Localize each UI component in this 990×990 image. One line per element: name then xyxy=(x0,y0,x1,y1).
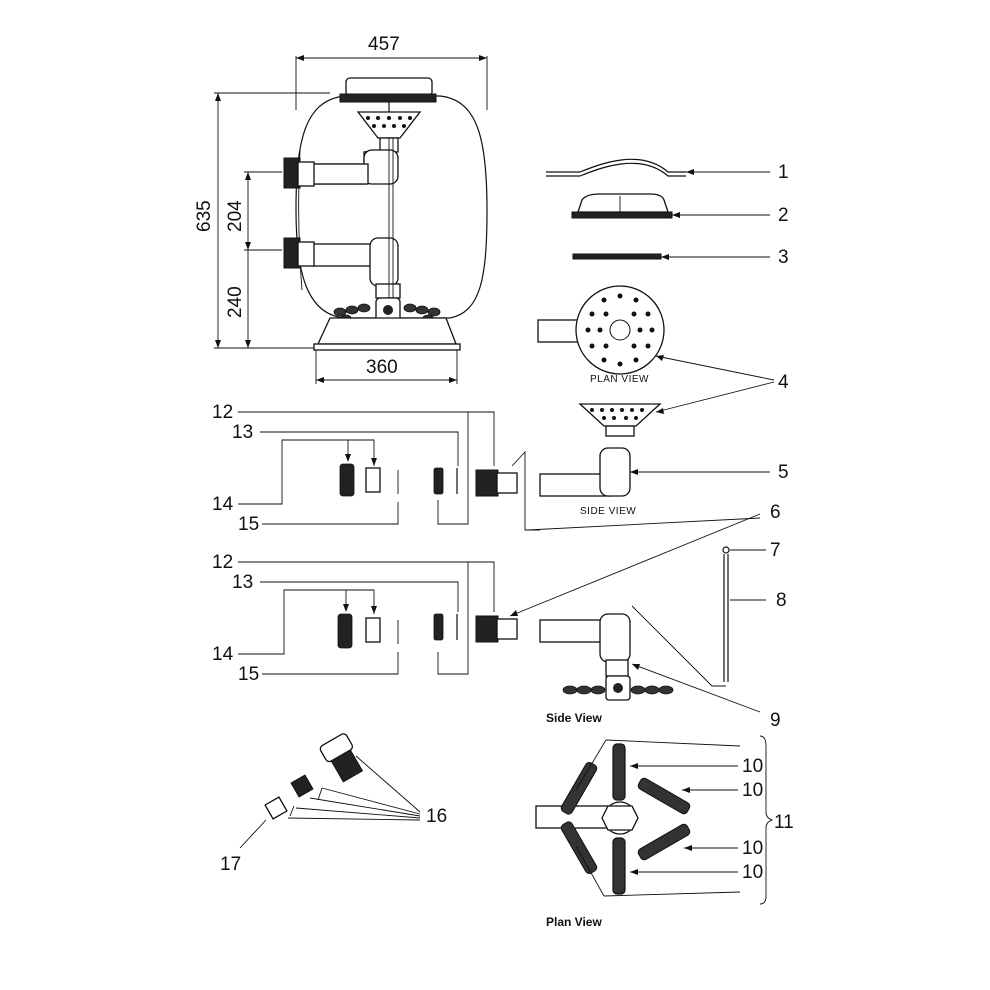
filter-tank-assembly: 457 635 204 240 360 xyxy=(194,34,488,384)
part-3-o-ring: 3 xyxy=(572,247,789,268)
label-14-upper: 14 xyxy=(212,494,234,515)
dim-height-total: 635 xyxy=(194,200,215,232)
label-7: 7 xyxy=(770,540,781,561)
label-11: 11 xyxy=(774,812,794,833)
dim-width-top: 457 xyxy=(368,34,400,55)
part-10-11-laterals-plan: 10 10 10 10 11 Plan View xyxy=(535,735,794,929)
label-10-a: 10 xyxy=(742,756,763,777)
caption-side-view: Side View xyxy=(546,711,602,725)
label-13-upper: 13 xyxy=(232,422,253,443)
caption-plan-view: Plan View xyxy=(546,915,602,929)
label-15-lower: 15 xyxy=(238,664,259,685)
label-8: 8 xyxy=(776,590,787,611)
label-9: 9 xyxy=(770,710,781,731)
label-1: 1 xyxy=(778,162,789,183)
label-17: 17 xyxy=(220,854,241,875)
part-5-upper-elbow-pipe: 5 SIDE VIEW xyxy=(539,447,789,517)
dim-lower-port-height: 240 xyxy=(225,286,246,318)
label-6: 6 xyxy=(770,502,781,523)
label-3: 3 xyxy=(778,247,789,268)
dim-port-spacing: 204 xyxy=(225,200,246,232)
part-16-17-drain: 16 17 xyxy=(220,733,447,875)
part-4-top-diffuser: PLAN VIEW 4 xyxy=(537,285,789,437)
label-10-d: 10 xyxy=(742,862,763,883)
label-16: 16 xyxy=(426,806,447,827)
dim-base-width: 360 xyxy=(366,357,398,378)
part-6-bulkhead-leader: 6 xyxy=(509,502,781,617)
upper-port-exploded: 12 13 14 15 xyxy=(212,402,761,535)
label-4: 4 xyxy=(778,372,789,393)
label-5: 5 xyxy=(778,462,789,483)
part-7-8-air-relief: 7 8 xyxy=(631,540,787,687)
label-10-b: 10 xyxy=(742,780,763,801)
label-15-upper: 15 xyxy=(238,514,259,535)
label-10-c: 10 xyxy=(742,838,763,859)
caption-side-view-small: SIDE VIEW xyxy=(580,506,636,517)
label-13-lower: 13 xyxy=(232,572,253,593)
label-14-lower: 14 xyxy=(212,644,234,665)
part-2-lid: 2 xyxy=(571,193,789,226)
part-1-lid-clamp: 1 xyxy=(546,158,789,183)
part-9-lower-collector: 9 Side View xyxy=(539,613,781,731)
label-2: 2 xyxy=(778,205,789,226)
caption-plan-view-small: PLAN VIEW xyxy=(590,374,649,385)
label-12-lower: 12 xyxy=(212,552,233,573)
label-12-upper: 12 xyxy=(212,402,233,423)
lower-port-exploded: 12 13 14 15 xyxy=(212,552,518,685)
